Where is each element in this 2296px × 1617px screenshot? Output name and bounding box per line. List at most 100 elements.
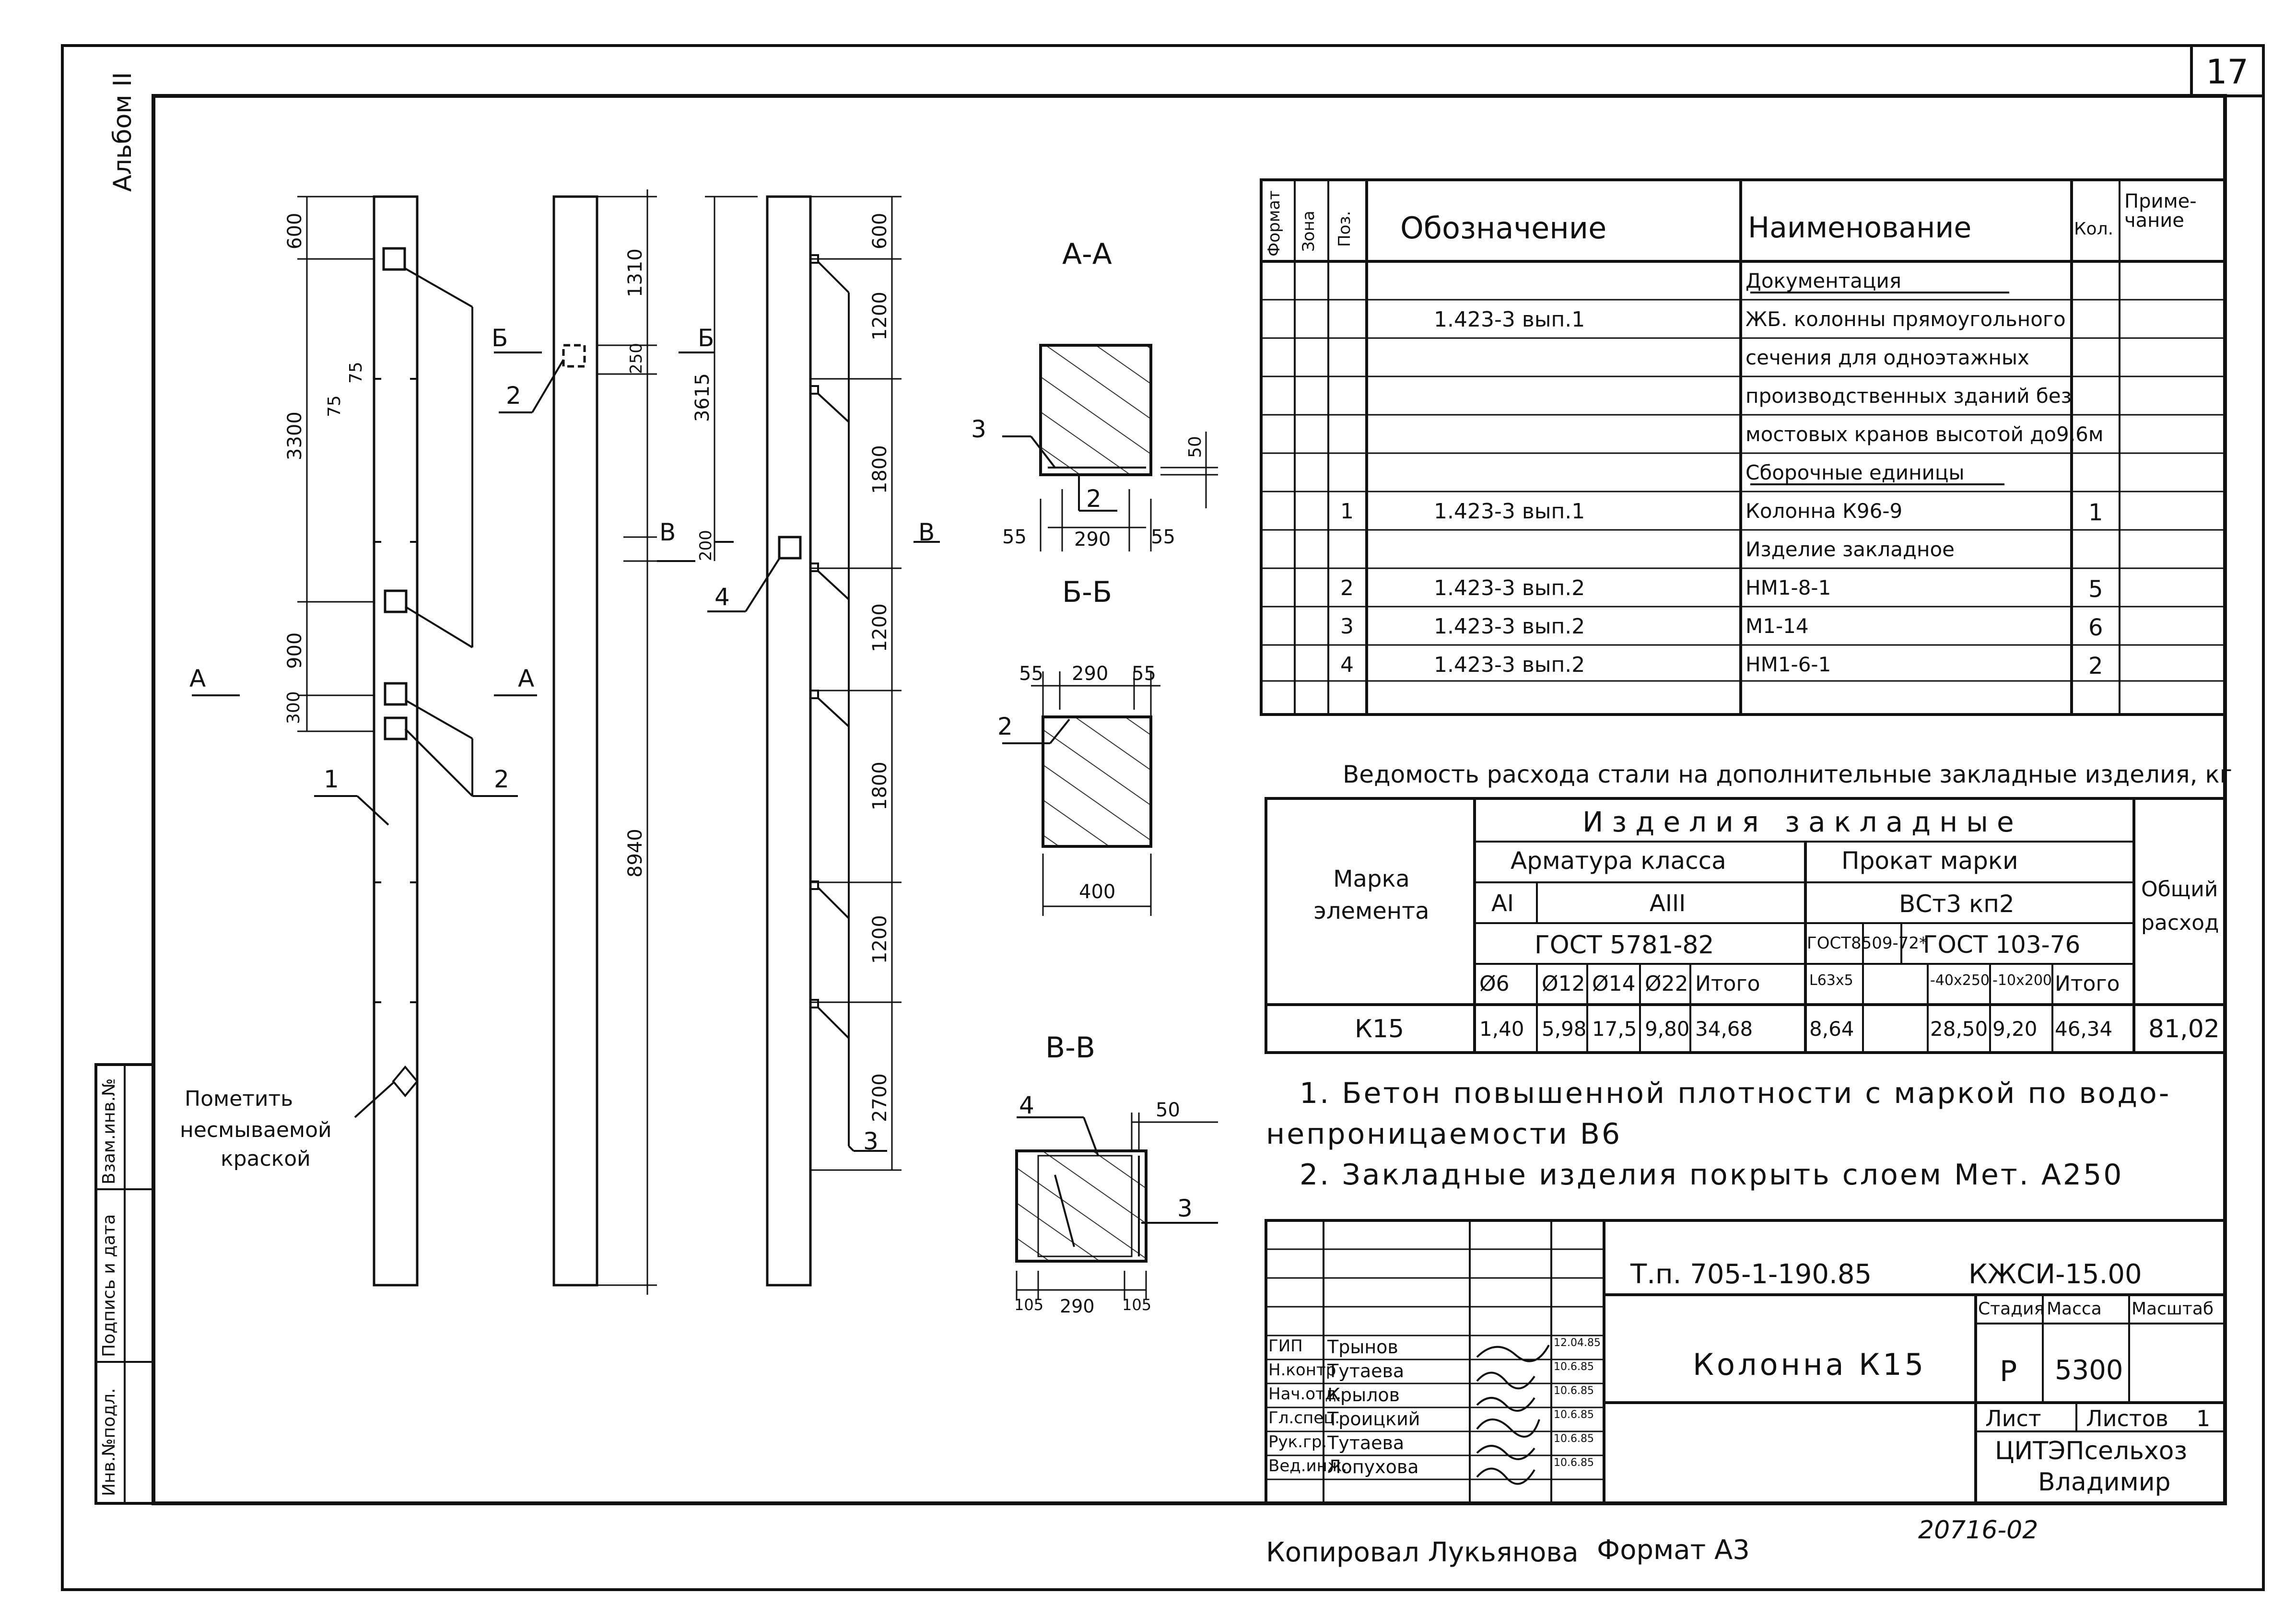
signature-role: Нач.отд.	[1268, 1384, 1342, 1404]
steel-row-mark: К15	[1355, 1015, 1405, 1043]
spec-cell-pos: 3	[1340, 614, 1354, 639]
steel-subcol: Итого	[2055, 972, 2120, 996]
spec-cell-pos: 1	[1340, 499, 1354, 524]
spec-cell-name: ЖБ. колонны прямоугольного	[1745, 307, 2066, 331]
note-1b: непроницаемости В6	[1266, 1117, 1622, 1151]
tb-mass-label: Масса	[2047, 1299, 2102, 1319]
v1-dim-900: 900	[284, 632, 306, 669]
spec-cell-pos: 4	[1340, 653, 1354, 677]
spec-cell-designation: 1.423-3 вып.1	[1434, 499, 1585, 524]
column-view-3	[707, 195, 940, 1287]
column-view-2	[494, 189, 758, 1295]
signature-name: Тутаева	[1327, 1360, 1405, 1382]
album-label: Альбом II	[108, 72, 137, 192]
signatures-handwritten	[1476, 1345, 1550, 1485]
side-stamp-inv: Инв.№подл.	[99, 1388, 119, 1496]
tb-sheet-label: Лист	[1985, 1406, 2041, 1431]
spec-header-designation: Обозначение	[1400, 211, 1607, 246]
spec-header-note: Приме-чание	[2124, 190, 2197, 232]
cut-label-v-right: В	[918, 518, 935, 546]
steel-class-a3: АIII	[1650, 890, 1686, 917]
tb-stage: Р	[2000, 1355, 2017, 1388]
spec-cell-name: Сборочные единицы	[1745, 461, 1965, 484]
section-vv-dim-290: 290	[1060, 1296, 1095, 1317]
steel-total-header: Общий расход	[2141, 877, 2219, 936]
steel-subcol: -40x250	[1930, 972, 1990, 989]
spec-cell-qty: 6	[2088, 614, 2103, 641]
callout-4-v3: 4	[715, 583, 730, 611]
steel-mark-header: Марка элемента	[1313, 866, 1429, 925]
side-stamp	[94, 1063, 155, 1505]
spec-cell-name: НМ1-8-1	[1745, 576, 1831, 599]
section-aa-dim-290: 290	[1074, 528, 1111, 551]
spec-header-pos: Поз.	[1335, 211, 1354, 247]
section-vv	[1015, 1113, 1218, 1300]
section-aa-title: А-А	[1062, 237, 1112, 271]
note-mark-3: краской	[221, 1147, 311, 1171]
side-stamp-replace: Взам.инв.№	[99, 1078, 119, 1184]
steel-subcol: Ø12	[1542, 972, 1585, 996]
spec-cell-designation: 1.423-3 вып.2	[1434, 614, 1585, 639]
signature-name: Трынов	[1327, 1336, 1398, 1358]
spec-table-grid	[1260, 178, 2226, 716]
signature-name: Троицкий	[1327, 1408, 1420, 1430]
note-2: 2. Закладные изделия покрыть слоем Мет. …	[1300, 1158, 2124, 1192]
spec-header-qty: Кол.	[2074, 219, 2114, 239]
tb-scale-label: Масштаб	[2132, 1299, 2214, 1319]
steel-value: 8,64	[1809, 1017, 1854, 1041]
cut-label-b-right: Б	[698, 324, 715, 352]
signature-date: 10.6.85	[1554, 1361, 1594, 1373]
tb-sheets-total: 1	[2196, 1406, 2211, 1431]
spec-header-zone: Зона	[1299, 211, 1318, 252]
section-vv-title: В-В	[1045, 1031, 1095, 1065]
format-label: Формат А3	[1597, 1535, 1750, 1566]
tb-mass: 5300	[2055, 1355, 2123, 1386]
cut-label-b-left: Б	[492, 324, 508, 352]
v2-dim-8940: 8940	[624, 829, 646, 878]
steel-value: 17,5	[1592, 1017, 1637, 1041]
steel-value: 9,80	[1645, 1017, 1690, 1041]
spec-cell-name: производственных зданий без	[1745, 384, 2072, 408]
signature-date: 10.6.85	[1554, 1385, 1594, 1397]
signature-date: 10.6.85	[1554, 1433, 1594, 1445]
callout-2-v2: 2	[506, 382, 521, 410]
section-aa-callout-3: 3	[971, 415, 986, 443]
v2-dim-200: 200	[696, 530, 715, 561]
v2-dim-250: 250	[627, 343, 646, 374]
v3-dim-1200a: 1200	[869, 292, 891, 340]
v3-dim-1200c: 1200	[869, 915, 891, 964]
section-vv-dim-105a: 105	[1014, 1296, 1044, 1314]
v3-dim-600: 600	[869, 212, 891, 249]
archive-number: 20716-02	[1918, 1516, 2038, 1545]
section-aa	[1002, 344, 1218, 551]
page-number: 17	[2206, 52, 2249, 92]
callout-2-v1: 2	[494, 765, 509, 793]
steel-value: 46,34	[2055, 1017, 2113, 1041]
steel-subcol: Ø14	[1592, 972, 1636, 996]
spec-cell-name: М1-14	[1745, 614, 1809, 638]
steel-subcol: Ø6	[1479, 972, 1510, 996]
column-view-1	[192, 195, 537, 1287]
section-bb-title: Б-Б	[1062, 575, 1112, 609]
v1-dim-3300: 3300	[284, 411, 306, 460]
steel-gost-strip: ГОСТ 103-76	[1923, 931, 2081, 959]
tb-city: Владимир	[2038, 1468, 2171, 1497]
section-bb-callout-2: 2	[997, 713, 1013, 740]
steel-subcol: L63x5	[1809, 972, 1853, 989]
steel-value: 1,40	[1479, 1017, 1524, 1041]
spec-header-name: Наименование	[1748, 211, 1972, 245]
spec-cell-pos: 2	[1340, 576, 1354, 600]
spec-cell-qty: 1	[2088, 499, 2103, 526]
v3-dim-1800b: 1800	[869, 762, 891, 810]
steel-table-grid	[1265, 797, 2226, 1054]
spec-cell-name: НМ1-6-1	[1745, 653, 1831, 676]
signature-role: Рук.гр.	[1268, 1432, 1327, 1452]
section-bb-dim-400: 400	[1079, 881, 1116, 903]
spec-cell-name: Изделие закладное	[1745, 538, 1955, 561]
outer-border	[61, 44, 2265, 1591]
steel-gost-angle: ГОСТ8509-72*	[1807, 934, 1928, 953]
spec-cell-designation: 1.423-3 вып.2	[1434, 653, 1585, 677]
section-vv-callout-4: 4	[1019, 1091, 1034, 1119]
cut-label-a-left: А	[189, 665, 206, 692]
